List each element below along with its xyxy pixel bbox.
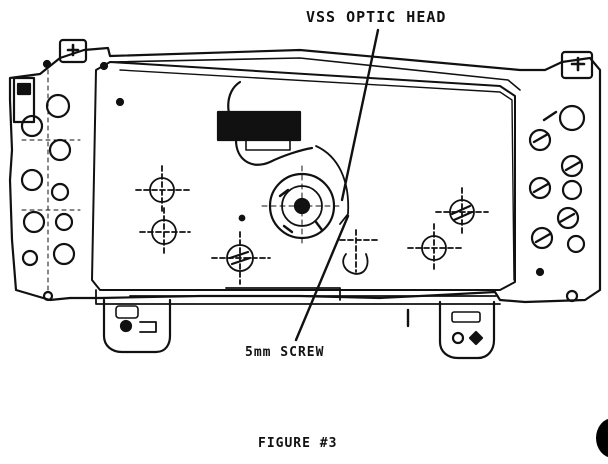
left-connector-inner: [16, 82, 32, 96]
socket-r2: [528, 128, 552, 152]
socket-l7: [54, 212, 74, 232]
mount-bracket-bottom-right: [438, 300, 496, 360]
socket-l5: [50, 182, 70, 202]
speedometer-center: [261, 145, 350, 247]
screw-label: 5mm SCREW: [245, 345, 325, 360]
right-sockets: [528, 104, 586, 277]
socket-l3: [48, 138, 72, 162]
socket-r7: [530, 226, 554, 250]
right-gauge-points: [339, 187, 489, 275]
housing-inner-top: [109, 57, 521, 91]
socket-r8: [566, 234, 586, 254]
left-sockets: [20, 69, 81, 291]
socket-l6: [22, 210, 46, 234]
socket-l2: [20, 114, 44, 138]
vss-optic-head-housing: [216, 80, 314, 166]
socket-l8: [52, 242, 76, 266]
bottom-rail: [95, 287, 501, 305]
mount-bracket-bottom-left: [102, 298, 172, 354]
figure-caption: FIGURE #3: [258, 436, 338, 451]
mount-tab-top-right: [560, 50, 594, 80]
page-marker: [596, 418, 608, 458]
socket-r3: [560, 154, 584, 178]
socket-l1: [45, 93, 71, 119]
vss-optic-head-label: VSS OPTIC HEAD: [306, 8, 447, 26]
socket-l9: [21, 249, 39, 267]
gauge-mount-points: [135, 165, 271, 285]
face-plate: [91, 61, 516, 291]
mount-tab-top-left: [58, 38, 88, 64]
housing-outline: [8, 46, 602, 304]
socket-r4: [528, 176, 552, 200]
socket-r6: [556, 206, 580, 230]
vss-leader-line: [340, 28, 380, 202]
housing-inner-line: [119, 69, 515, 281]
socket-l4: [20, 168, 44, 192]
socket-r1: [558, 104, 586, 132]
socket-r5: [561, 179, 583, 201]
screw-leader-line: [294, 214, 350, 342]
